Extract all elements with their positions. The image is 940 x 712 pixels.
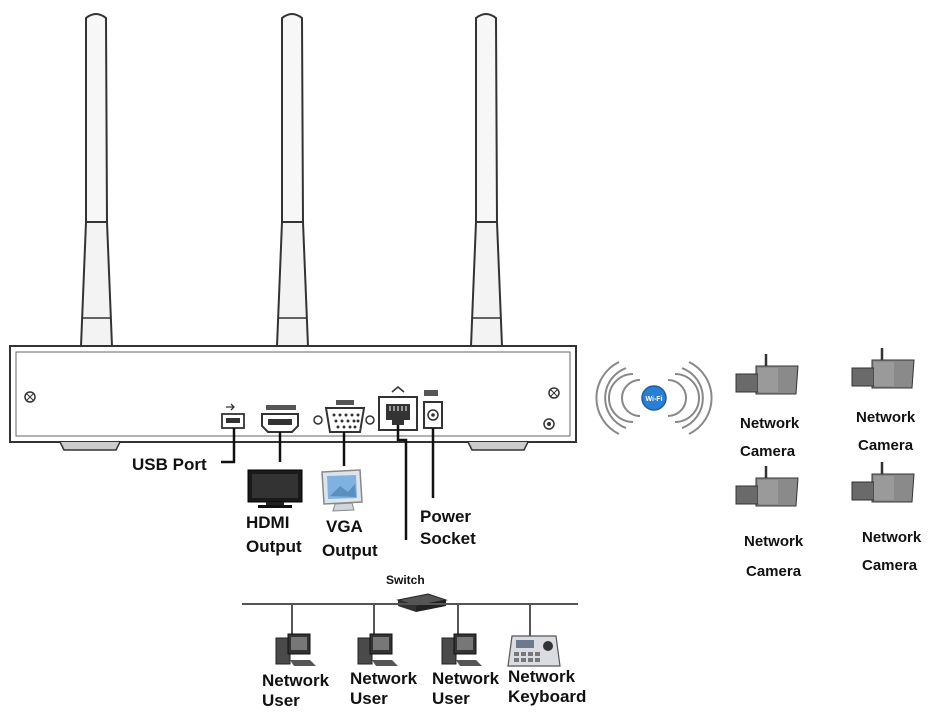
network-camera-icon [851, 462, 915, 503]
network-camera-icon [735, 466, 799, 507]
device-label-4-line1: Network [508, 667, 576, 686]
device-label-1-line2: User [262, 691, 300, 710]
wifi-icon: Wi-Fi [595, 361, 713, 435]
network-keyboard-icon [507, 635, 561, 667]
antenna-middle [273, 13, 312, 397]
camera-2-label-line1: Network [856, 409, 916, 426]
camera-4-label-line1: Network [862, 529, 922, 546]
usb-port-label: USB Port [132, 455, 207, 474]
camera-1-label-line1: Network [740, 415, 800, 432]
ethernet-line [396, 425, 408, 540]
antenna-right [467, 13, 506, 397]
device-label-1-line1: Network [262, 671, 330, 690]
power-label-line1: Power [420, 507, 471, 526]
vga-monitor-icon [321, 469, 363, 512]
device-label-3-line1: Network [432, 669, 500, 688]
vga-label-line1: VGA [326, 517, 363, 536]
nvr-chassis [9, 345, 577, 451]
connection-lines [221, 425, 435, 540]
vga-label-line2: Output [322, 541, 378, 560]
usb-line [221, 428, 236, 464]
vga-port [313, 400, 375, 433]
switch-label: Switch [386, 573, 425, 587]
network-camera-icon [735, 354, 799, 395]
camera-3-label-line1: Network [744, 533, 804, 550]
network-user-pc-icon [357, 633, 398, 666]
power-label-line2: Socket [420, 529, 476, 548]
device-label-2-line1: Network [350, 669, 418, 688]
antenna-left [77, 13, 116, 397]
camera-2-label-line2: Camera [858, 437, 914, 454]
device-label-3-line2: User [432, 689, 470, 708]
camera-3-label-line2: Camera [746, 563, 802, 580]
camera-4-label-line2: Camera [862, 557, 918, 574]
camera-1-label-line2: Camera [740, 443, 796, 460]
device-label-4-line2: Keyboard [508, 687, 586, 706]
network-user-pc-icon [275, 633, 316, 666]
hdmi-label-line1: HDMI [246, 513, 289, 532]
hdmi-port [261, 405, 299, 433]
network-user-pc-icon [441, 633, 482, 666]
device-label-2-line2: User [350, 689, 388, 708]
tv-monitor-icon [247, 469, 303, 508]
wifi-badge-text: Wi-Fi [645, 396, 662, 403]
hdmi-label-line2: Output [246, 537, 302, 556]
power-port [423, 390, 443, 429]
network-camera-icon [851, 348, 915, 389]
